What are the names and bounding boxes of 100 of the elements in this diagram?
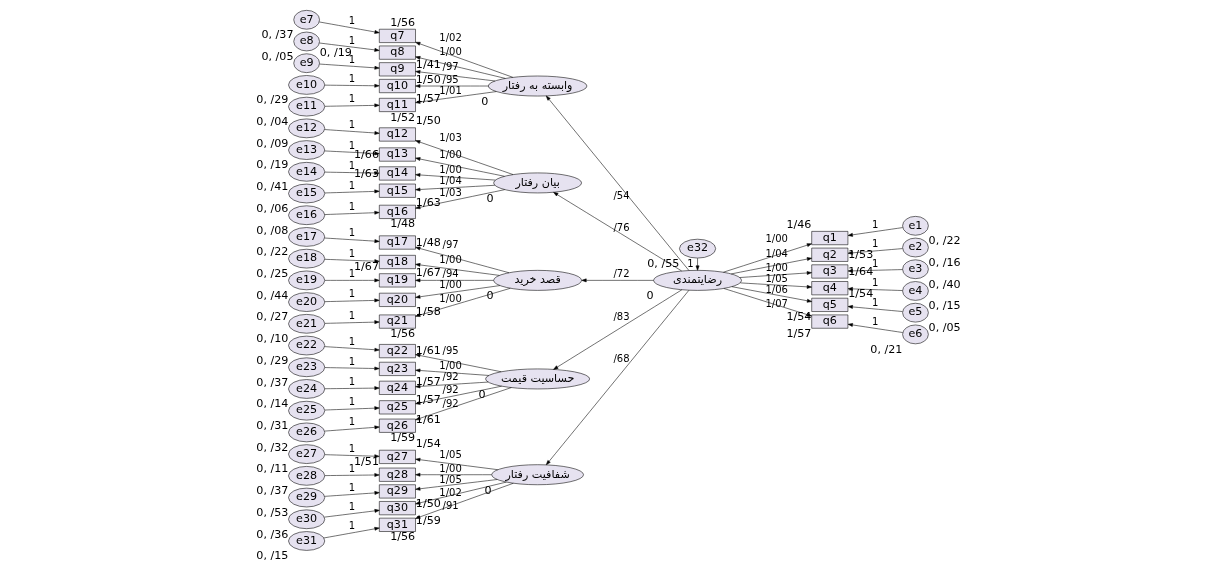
node-ellipse: e21 — [288, 314, 326, 334]
node-label: 0 — [486, 191, 494, 205]
node-ellipse: بیان رفتار — [493, 172, 582, 194]
arrow — [324, 406, 380, 411]
arrow — [415, 387, 512, 421]
node-ellipse: e22 — [288, 335, 326, 356]
node-label: 1/56 — [390, 530, 416, 544]
edge-label: /92 — [442, 371, 459, 383]
node-label: 1/63 — [415, 196, 441, 210]
node-label: 0, /27 — [256, 310, 289, 324]
arrow — [415, 368, 490, 376]
node-box: q19 — [379, 273, 416, 288]
arrow — [324, 189, 380, 194]
node-label: 0, /05 — [261, 49, 294, 63]
node-box: q26 — [379, 418, 416, 433]
node-box: q9 — [379, 62, 416, 77]
node-ellipse: e20 — [288, 292, 326, 312]
edge-label: 1 — [872, 296, 879, 308]
node-box: q8 — [379, 45, 416, 60]
edge-label: 1/00 — [439, 292, 462, 304]
arrow — [415, 353, 502, 373]
node-ellipse: e8 — [293, 31, 320, 52]
edge-label: /92 — [442, 398, 459, 409]
arrow — [546, 290, 690, 466]
edge-label: 1/05 — [439, 449, 462, 461]
node-label: 0, /06 — [256, 201, 289, 215]
node-box: q13 — [379, 147, 416, 162]
node-label: 1/54 — [786, 310, 812, 324]
edge-label: 1 — [348, 501, 356, 513]
arrow — [415, 472, 492, 477]
node-ellipse: e1 — [902, 216, 929, 236]
node-box: q18 — [379, 255, 416, 269]
node-label: 0 — [481, 94, 489, 108]
node-label: 1/57 — [415, 374, 441, 388]
node-label: 0, /04 — [256, 114, 289, 128]
arrow — [739, 271, 812, 278]
node-label: 0, /55 — [647, 256, 680, 270]
arrow — [324, 473, 380, 477]
arrow — [415, 84, 489, 88]
edge-label: /76 — [613, 222, 630, 234]
arrow — [415, 140, 514, 175]
edge-label: 1/07 — [765, 297, 788, 309]
node-label: 0, /10 — [256, 332, 289, 346]
edge-label: 1/03 — [439, 186, 462, 198]
arrow — [415, 385, 502, 405]
node-ellipse: e12 — [288, 118, 326, 139]
node-label: 0, /11 — [256, 462, 289, 476]
node-ellipse: e3 — [902, 259, 929, 279]
edge-label: 1 — [872, 218, 879, 230]
node-ellipse: e17 — [288, 227, 326, 247]
node-ellipse: e32 — [679, 238, 716, 259]
node-box: q31 — [379, 517, 416, 532]
node-label: 0, /44 — [256, 288, 289, 302]
arrow — [553, 289, 683, 370]
node-label: 1/67 — [354, 260, 380, 274]
node-ellipse: وابسته به رفتار — [488, 75, 588, 97]
arrow — [546, 95, 690, 271]
node-ellipse: e9 — [293, 53, 320, 73]
node-label: 0, /37 — [261, 28, 294, 42]
arrow — [415, 483, 514, 519]
node-label: 0, /19 — [319, 45, 352, 59]
node-box: q21 — [379, 314, 416, 329]
node-ellipse: e6 — [902, 324, 929, 345]
edge-label: 1 — [348, 462, 356, 474]
edge-label: /83 — [613, 311, 630, 323]
node-label: 1/50 — [415, 114, 441, 128]
node-box: q11 — [379, 98, 416, 112]
node-label: 1/63 — [354, 166, 380, 180]
node-label: 0 — [484, 483, 492, 497]
node-label: 0, /15 — [256, 549, 289, 563]
edge-label: /68 — [613, 353, 630, 365]
edge-label: 1 — [872, 238, 879, 250]
arrow — [415, 278, 494, 283]
arrow — [324, 210, 380, 215]
node-box: q27 — [379, 449, 416, 464]
node-label: 1/54 — [415, 436, 441, 450]
edge-label: /95 — [442, 73, 459, 85]
node-ellipse: e30 — [288, 509, 326, 529]
node-ellipse: e11 — [288, 96, 326, 117]
edge-label: 1/04 — [765, 248, 788, 260]
node-label: 0, /37 — [256, 375, 289, 389]
edge-label: 1 — [348, 335, 356, 347]
node-box: q1 — [811, 231, 849, 245]
node-label: 1/53 — [848, 248, 874, 262]
node-label: 0 — [478, 387, 486, 401]
arrow — [740, 282, 812, 289]
arrow — [415, 185, 496, 192]
edge-label: 1/05 — [439, 473, 462, 485]
arrow — [695, 258, 700, 271]
edge-label: 1/00 — [439, 46, 462, 58]
node-box: q25 — [379, 400, 416, 415]
arrow — [415, 481, 507, 505]
node-ellipse: e16 — [288, 205, 326, 225]
node-label: 1/48 — [415, 235, 441, 249]
node-label: 1/58 — [415, 305, 441, 319]
arrow — [324, 150, 380, 156]
arrow — [324, 259, 380, 263]
node-box: q29 — [379, 484, 416, 499]
arrow — [553, 192, 682, 272]
arrow — [324, 103, 380, 108]
